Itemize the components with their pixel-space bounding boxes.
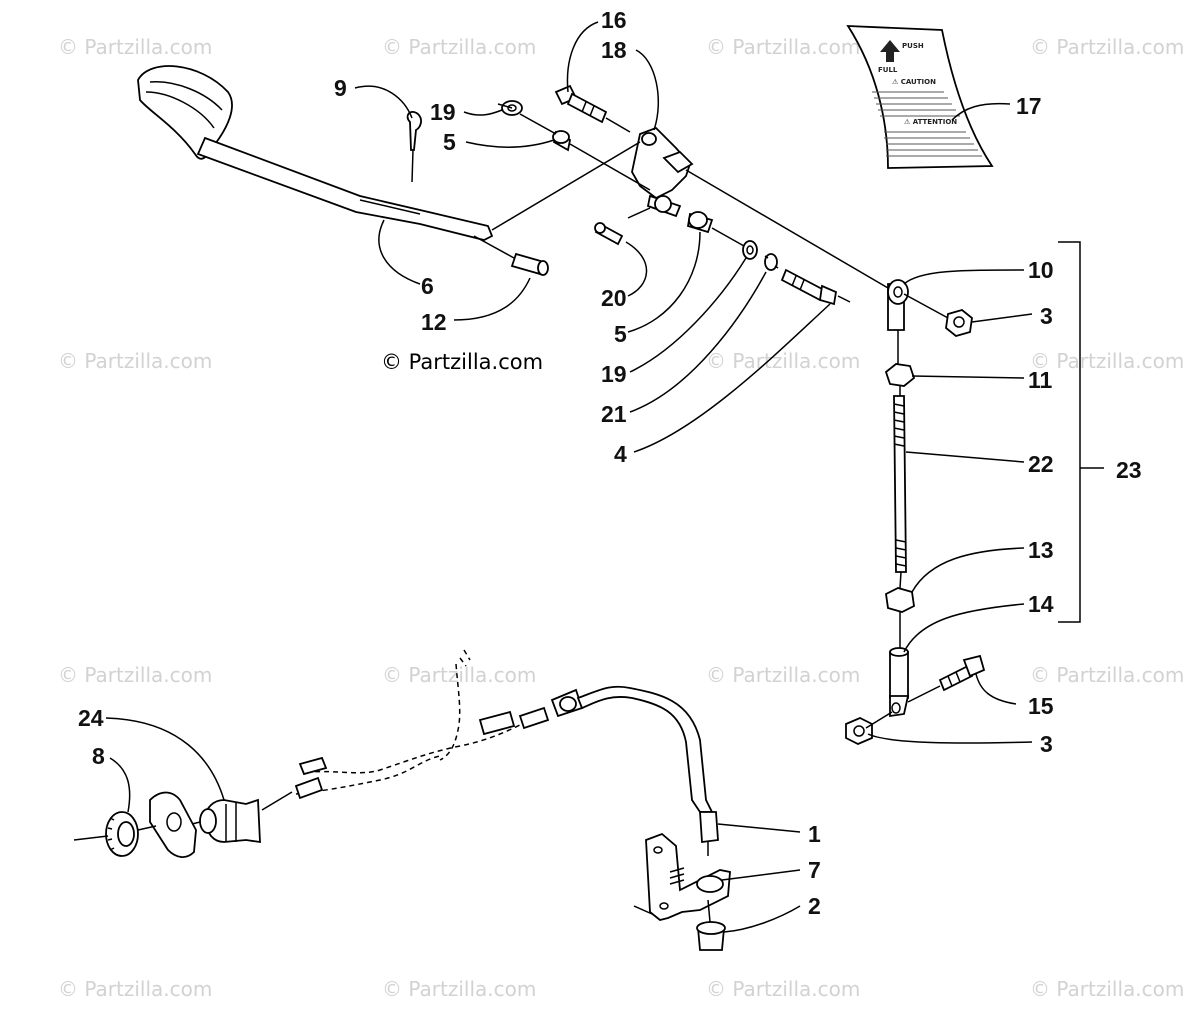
callout-3-upper: 3 bbox=[1040, 303, 1053, 329]
lock-washer bbox=[764, 253, 779, 271]
callout-2: 2 bbox=[808, 893, 821, 919]
watermark: © Partzilla.com bbox=[706, 349, 860, 373]
callout-1: 1 bbox=[808, 821, 821, 847]
callout-13: 13 bbox=[1028, 537, 1054, 563]
bushing-lower bbox=[686, 211, 714, 234]
jam-nut-upper bbox=[884, 363, 916, 387]
spacer-pin bbox=[594, 222, 624, 246]
switch-nut bbox=[105, 811, 139, 857]
washer-lower bbox=[742, 240, 758, 260]
callout-23: 23 bbox=[1116, 457, 1142, 483]
watermark: © Partzilla.com bbox=[58, 977, 212, 1001]
callout-8: 8 bbox=[92, 743, 105, 769]
callouts: 16 18 9 19 5 17 6 12 20 5 19 21 4 10 3 1… bbox=[78, 7, 1142, 919]
watermark: © Partzilla.com bbox=[58, 349, 212, 373]
watermark: © Partzilla.com bbox=[1030, 977, 1184, 1001]
callout-7: 7 bbox=[808, 857, 821, 883]
decal-caution-text: ⚠ CAUTION bbox=[892, 78, 936, 86]
callout-16: 16 bbox=[601, 7, 627, 33]
callout-3-lower: 3 bbox=[1040, 731, 1053, 757]
leader-lines bbox=[105, 21, 1033, 933]
callout-9: 9 bbox=[334, 75, 347, 101]
threaded-rod bbox=[893, 395, 907, 573]
decal-push-text: PUSH bbox=[902, 42, 924, 50]
callout-5-lower: 5 bbox=[614, 321, 627, 347]
decal-full-text: FULL bbox=[878, 66, 898, 74]
watermark: © Partzilla.com bbox=[58, 663, 212, 687]
callout-22: 22 bbox=[1028, 451, 1054, 477]
rod-end-lower bbox=[889, 647, 910, 718]
watermark: © Partzilla.com bbox=[1030, 349, 1184, 373]
watermark: © Partzilla.com bbox=[58, 35, 212, 59]
callout-4: 4 bbox=[614, 441, 627, 467]
sensor-cable bbox=[576, 685, 719, 856]
callout-15: 15 bbox=[1028, 693, 1054, 719]
switch bbox=[199, 798, 261, 844]
callout-20: 20 bbox=[601, 285, 627, 311]
assembly-lines bbox=[411, 103, 949, 729]
cotter-pin bbox=[406, 110, 422, 151]
mounting-bracket bbox=[633, 832, 731, 921]
bolt-lower bbox=[780, 268, 838, 306]
watermark: © Partzilla.com bbox=[382, 663, 536, 687]
callout-6: 6 bbox=[421, 273, 434, 299]
callout-24: 24 bbox=[78, 705, 104, 731]
clevis-pin bbox=[510, 252, 549, 276]
grommet bbox=[696, 899, 726, 951]
watermark: © Partzilla.com bbox=[706, 977, 860, 1001]
watermark: © Partzilla.com bbox=[382, 977, 536, 1001]
copyright-label: © Partzilla.com bbox=[381, 350, 543, 374]
throttle-lever bbox=[137, 65, 494, 241]
callout-18: 18 bbox=[601, 37, 627, 63]
callout-10: 10 bbox=[1028, 257, 1054, 283]
bolt-upper bbox=[554, 84, 608, 124]
watermark: © Partzilla.com bbox=[706, 663, 860, 687]
assembly-bracket bbox=[1058, 241, 1104, 623]
jam-nut-lower bbox=[885, 587, 915, 613]
watermark: © Partzilla.com bbox=[382, 35, 536, 59]
bushing-upper bbox=[552, 130, 572, 152]
lever-bracket bbox=[631, 126, 694, 218]
callout-21: 21 bbox=[601, 401, 627, 427]
decal-attention-text: ⚠ ATTENTION bbox=[904, 118, 957, 126]
bolt-15 bbox=[938, 654, 986, 692]
callout-17: 17 bbox=[1016, 93, 1042, 119]
nut-lower bbox=[845, 717, 873, 745]
watermark: © Partzilla.com bbox=[1030, 35, 1184, 59]
switch-axis bbox=[73, 821, 201, 841]
nut-upper bbox=[945, 309, 973, 337]
rod-end-upper bbox=[887, 279, 909, 331]
watermark: © Partzilla.com bbox=[706, 35, 860, 59]
mounting-plate bbox=[149, 791, 197, 858]
watermarks: © Partzilla.com © Partzilla.com © Partzi… bbox=[58, 35, 1184, 1001]
callout-19-lower: 19 bbox=[601, 361, 627, 387]
caution-decal: PUSH FULL ⚠ CAUTION ⚠ ATTENTION bbox=[846, 25, 994, 169]
callout-5: 5 bbox=[443, 129, 456, 155]
callout-11: 11 bbox=[1028, 367, 1053, 393]
watermark: © Partzilla.com bbox=[1030, 663, 1184, 687]
wire-harness bbox=[261, 649, 584, 811]
callout-19: 19 bbox=[430, 99, 456, 125]
callout-12: 12 bbox=[421, 309, 447, 335]
callout-14: 14 bbox=[1028, 591, 1054, 617]
